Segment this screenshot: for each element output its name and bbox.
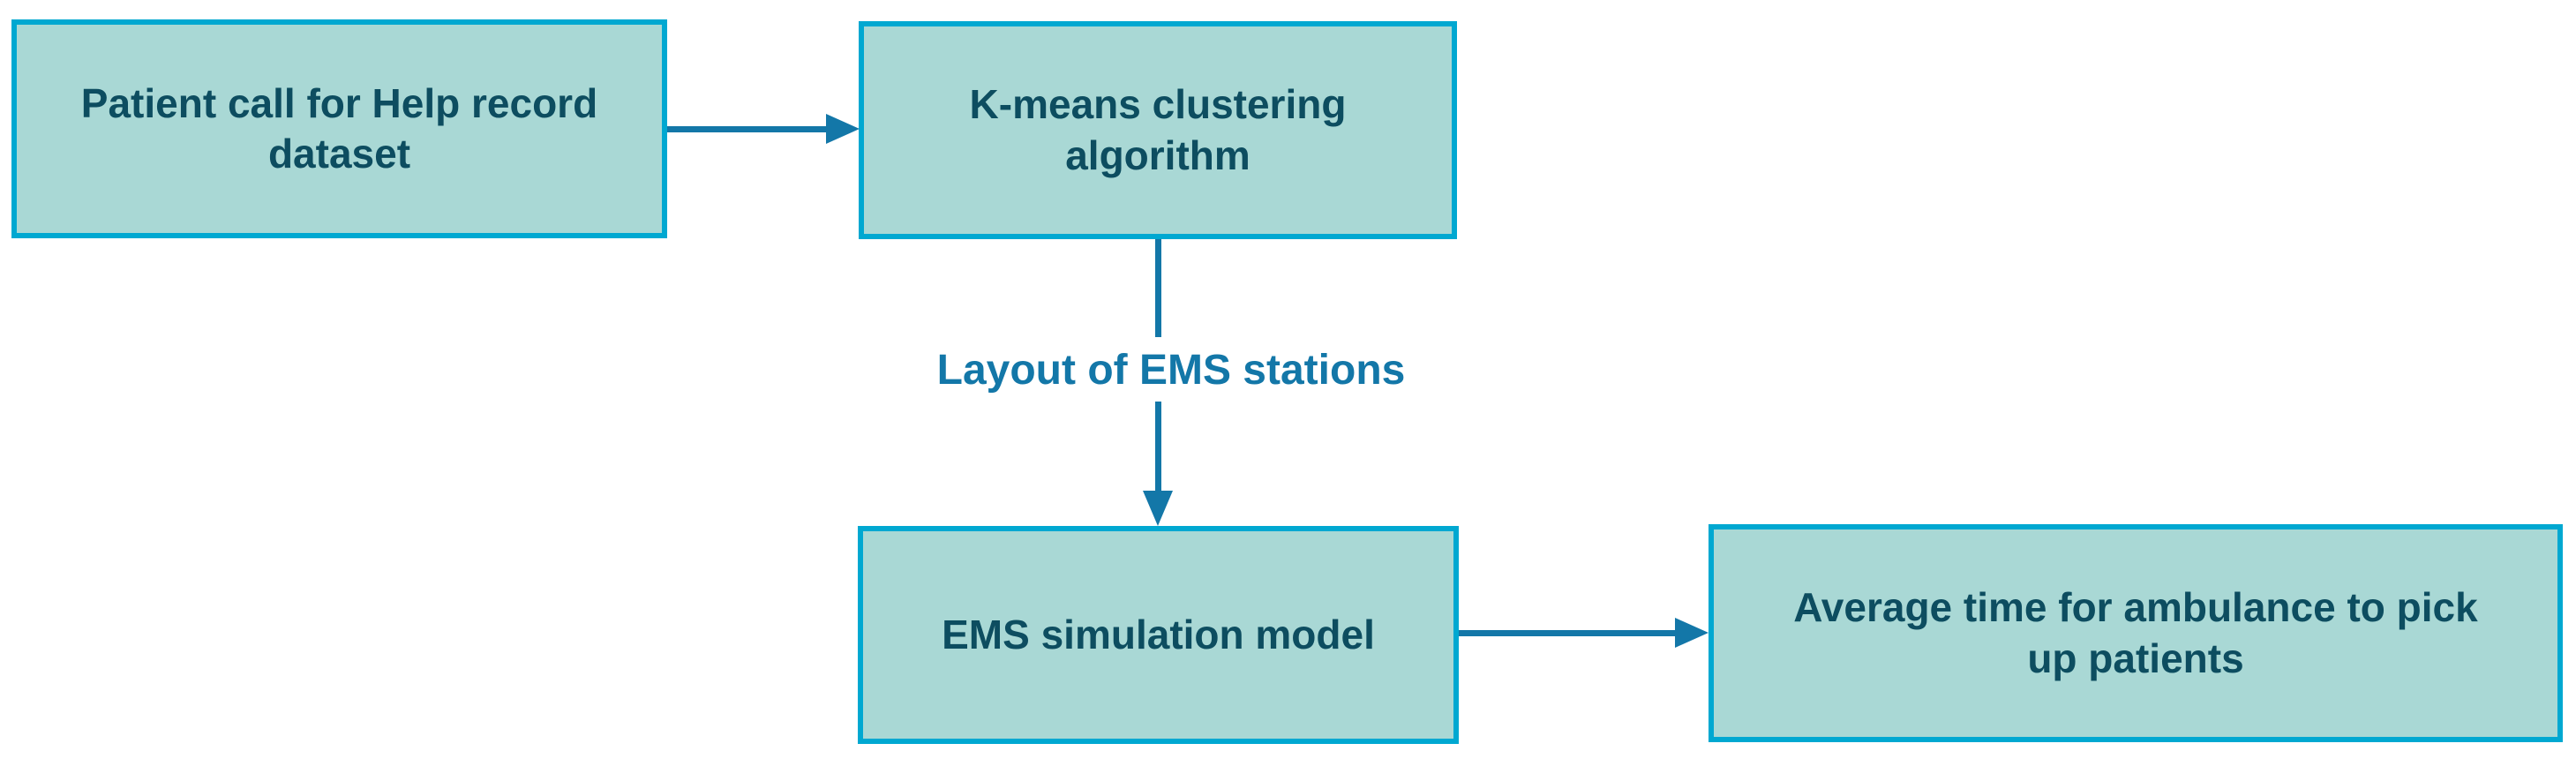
node-average-pickup-time-label: Average time for ambulance to pick up pa… — [1793, 584, 2478, 681]
node-ems-simulation: EMS simulation model — [858, 526, 1459, 744]
node-average-pickup-time: Average time for ambulance to pick up pa… — [1709, 524, 2563, 742]
edge-simulation-to-avgtime-line — [1459, 630, 1675, 636]
edge-kmeans-to-simulation-line-lower — [1155, 402, 1161, 491]
arrowhead-right-icon — [826, 114, 860, 144]
arrowhead-right-icon — [1675, 618, 1709, 648]
edge-label-layout-of-ems-stations: Layout of EMS stations — [896, 338, 1446, 402]
edge-dataset-to-kmeans-line — [667, 126, 828, 132]
node-ems-simulation-label: EMS simulation model — [942, 611, 1375, 657]
edge-kmeans-to-simulation-line-upper — [1155, 239, 1161, 337]
arrowhead-down-icon — [1143, 491, 1173, 526]
node-patient-call-dataset: Patient call for Help record dataset — [11, 19, 667, 238]
node-kmeans-clustering: K-means clustering algorithm — [859, 21, 1457, 239]
node-kmeans-clustering-label: K-means clustering algorithm — [969, 81, 1347, 178]
node-patient-call-dataset-label: Patient call for Help record dataset — [80, 79, 598, 177]
